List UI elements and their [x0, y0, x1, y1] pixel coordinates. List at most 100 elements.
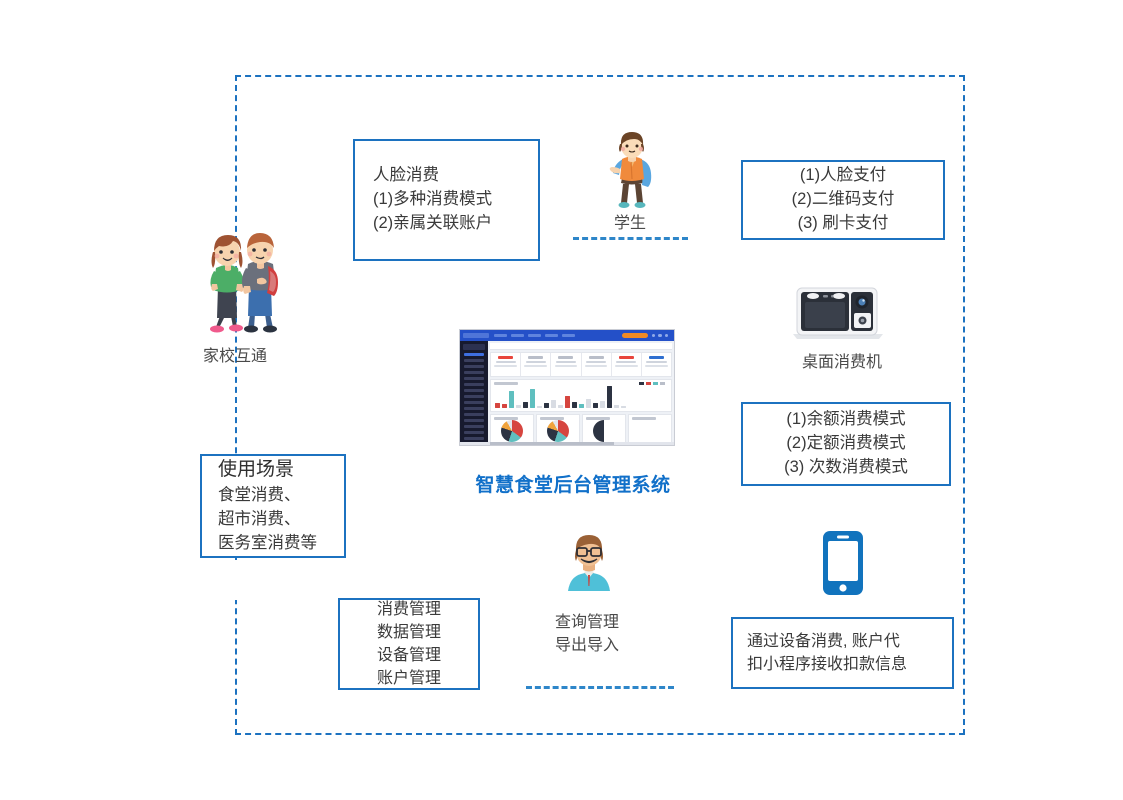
dashboard-sidebar	[460, 341, 488, 445]
card-title	[586, 417, 610, 420]
teacher-avatar-icon	[568, 535, 610, 591]
query-caption: 查询管理 导出导入	[527, 611, 647, 657]
frame-gap-left	[228, 560, 244, 600]
pay-method-line-2: (2)二维码支付	[791, 190, 895, 209]
smartphone-icon	[823, 531, 863, 595]
management-line-3: 设备管理	[376, 647, 441, 664]
stat-sub	[584, 364, 608, 367]
management-line-1: 消费管理	[376, 600, 441, 618]
use-scenes-line-3: 医务室消费等	[218, 534, 317, 553]
consume-mode-line-1: (1)余额消费模式	[786, 410, 906, 429]
family-caption: 家校互通	[202, 348, 267, 365]
dashboard-sidebar-item	[464, 395, 484, 398]
data-table	[629, 427, 671, 434]
dashboard-brand-logo	[463, 333, 489, 338]
chart-bar	[607, 386, 612, 408]
dashboard-nav-item	[562, 333, 575, 338]
stat-value	[648, 356, 664, 359]
chart-bar	[621, 406, 626, 408]
dashboard-pie-card	[490, 414, 534, 443]
query-caption-line-2: 导出导入	[554, 637, 619, 655]
dashboard-sidebar-item	[464, 371, 484, 374]
dashboard-stat-tile	[612, 353, 642, 376]
dashboard-sidebar-item	[464, 401, 484, 404]
chart-bar	[565, 396, 570, 408]
card-title	[494, 382, 518, 385]
dashboard-pie-card	[582, 414, 626, 443]
stat-sub	[494, 364, 517, 367]
dashboard-scrollbar[interactable]	[460, 442, 674, 445]
card-title	[494, 417, 518, 420]
dashboard-sidebar-item	[464, 389, 484, 392]
dashboard-topbar-icon	[658, 333, 662, 338]
query-caption-line-1: 查询管理	[554, 614, 619, 631]
legend-swatch	[653, 382, 658, 385]
dashboard-sidebar-header	[463, 344, 485, 350]
dashboard-body	[460, 341, 674, 445]
device-consume-line-1: 通过设备消费, 账户代	[747, 632, 900, 650]
dashboard-stat-tile	[491, 353, 522, 376]
use-scenes-box: 使用场景 食堂消费、 超市消费、 医务室消费等	[200, 454, 346, 558]
consume-mode-line-3: (3) 次数消费模式	[784, 457, 908, 476]
chart-legend	[639, 382, 665, 385]
use-scenes-line-2: 超市消费、	[218, 510, 301, 529]
pay-method-line-1: (1)人脸支付	[799, 166, 887, 185]
use-scenes-title: 使用场景	[218, 458, 295, 480]
dashboard-nav-item	[545, 333, 558, 338]
stat-label	[586, 360, 607, 363]
stat-value	[588, 356, 604, 359]
dashboard-sidebar-item	[464, 353, 484, 356]
consume-modes-box: (1)余额消费模式 (2)定额消费模式 (3) 次数消费模式	[741, 402, 951, 486]
dashboard-topbar-right	[621, 333, 672, 338]
chart-bar	[593, 403, 598, 408]
stat-value	[528, 356, 544, 359]
admin-dashboard-thumbnail	[459, 329, 675, 446]
stat-sub	[614, 364, 638, 367]
stat-sub	[554, 364, 578, 367]
system-title: 智慧食堂后台管理系统	[475, 475, 671, 496]
stat-value	[498, 356, 514, 359]
pie-chart	[593, 419, 615, 442]
dashboard-sidebar-item	[464, 413, 484, 416]
chart-bar	[600, 401, 605, 408]
father-figure	[242, 233, 278, 333]
dashboard-nav-item	[511, 333, 524, 338]
dashboard-bar-chart-card	[490, 379, 672, 412]
chart-bar	[614, 405, 619, 408]
desktop-payment-terminal-icon	[793, 287, 883, 339]
legend-swatch	[639, 382, 644, 385]
dashboard-nav-item	[494, 333, 507, 338]
chart-bar	[509, 391, 514, 408]
terminal-caption: 桌面消费机	[801, 354, 882, 371]
dashboard-sidebar-item	[464, 407, 484, 410]
consume-mode-line-2: (2)定额消费模式	[786, 434, 906, 453]
student-boy-illustration	[609, 132, 652, 208]
management-line-2: 数据管理	[376, 623, 441, 641]
card-title	[540, 417, 564, 420]
device-consume-box: 通过设备消费, 账户代 扣小程序接收扣款信息	[731, 617, 954, 689]
chart-bar	[502, 404, 507, 408]
pay-methods-box: (1)人脸支付 (2)二维码支付 (3) 刷卡支付	[741, 160, 945, 240]
dashboard-stat-tile	[582, 353, 612, 376]
stat-sub	[645, 364, 668, 367]
pay-method-line-3: (3) 刷卡支付	[797, 213, 889, 232]
stat-sub	[524, 364, 548, 367]
stat-label	[555, 360, 576, 363]
face-consume-line-3: (2)亲属关联账户	[373, 213, 493, 232]
stat-label	[616, 360, 637, 363]
dashboard-stats-card	[490, 352, 672, 377]
management-box: 消费管理 数据管理 设备管理 账户管理	[338, 598, 480, 690]
dashboard-stat-tile	[642, 353, 671, 376]
mother-figure	[210, 235, 244, 333]
card-title	[632, 417, 656, 420]
dashboard-main	[488, 341, 674, 445]
outer-dashed-frame	[235, 75, 965, 735]
stat-value	[618, 356, 634, 359]
dashboard-bottom-row	[490, 414, 672, 443]
chart-bar	[530, 389, 535, 408]
face-consume-line-1: 人脸消费	[373, 166, 439, 185]
stat-label	[495, 360, 516, 363]
chart-bar	[579, 404, 584, 408]
chart-bar	[572, 402, 577, 408]
